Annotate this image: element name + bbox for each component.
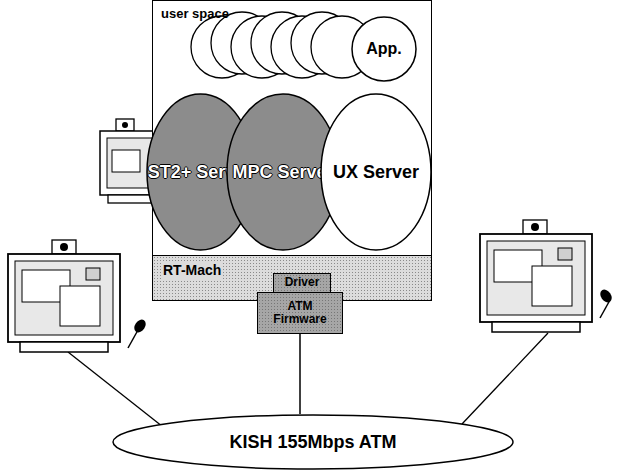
firmware-box: ATM Firmware (257, 292, 343, 334)
network-wire (68, 352, 172, 434)
microphone-icon (128, 317, 148, 348)
microphone-icon (598, 287, 614, 318)
workstation-icon (8, 240, 120, 352)
network-wire (462, 333, 548, 424)
driver-box: Driver (273, 273, 331, 293)
node-label: UX Server (333, 162, 419, 182)
network-ellipse: KISH 155Mbps ATM (112, 414, 514, 470)
node-label: App. (366, 40, 402, 58)
application-circles (191, 12, 373, 78)
node-label: RT-Mach (161, 263, 223, 279)
workstation-icon (480, 220, 592, 332)
node-label: ATM Firmware (260, 300, 340, 327)
node-label: KISH 155Mbps ATM (229, 432, 396, 452)
node-label: MPC Server (232, 162, 333, 182)
server-ellipse: UX Server (320, 93, 432, 251)
kernel-band: RT-MachDriverATM Firmware (152, 255, 432, 301)
network-link (299, 334, 301, 414)
application-circle: App. (351, 16, 417, 82)
node-label: Driver (285, 276, 320, 289)
user-space-box: user spaceApp.ST2+ ServerMPC ServerUX Se… (152, 0, 432, 256)
node-label: user space (159, 7, 231, 22)
